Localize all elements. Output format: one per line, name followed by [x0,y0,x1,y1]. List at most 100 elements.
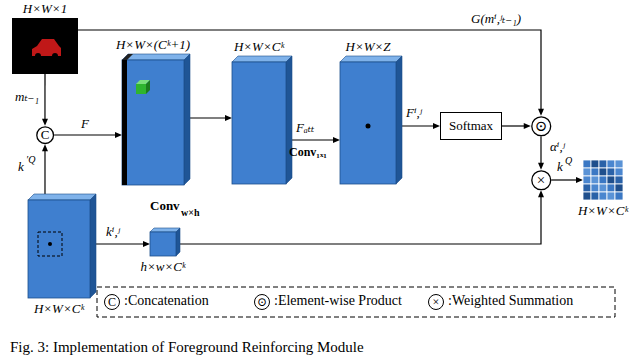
arrowhead [576,177,583,183]
node-shape [340,62,396,184]
connector-line [54,134,116,135]
connector [396,123,440,129]
mask-slab-top [122,54,133,60]
block-front [122,60,184,185]
connector-line [286,139,334,140]
block-side [90,194,96,298]
arrowhead [433,123,440,129]
block-front [28,200,90,298]
grid-cell [591,184,599,192]
node-shape [12,18,78,74]
arrowhead [538,163,544,170]
arrowhead [143,241,150,247]
arrowhead [225,115,232,121]
grid-cell [615,176,623,184]
grid-cell [615,160,623,168]
block-front [150,232,176,256]
box-outline [441,113,502,140]
grid-cell [583,160,591,168]
connector [42,74,48,126]
operator-circle: C [36,126,54,144]
node-shape [583,160,623,200]
block-front [232,62,286,184]
block-top [150,228,180,232]
block-side [286,56,292,184]
grid-cell [607,192,615,200]
node-label: H×W×1 [23,2,67,16]
grid-cell [583,192,591,200]
mask-image: H×W×1 [12,18,78,74]
arrowhead [115,132,122,138]
grid-cell [615,184,623,192]
block-side [184,54,190,185]
legend-symbol: ⊙ [254,294,270,310]
arrowhead [538,109,544,116]
edge-label: Fⁱ,ʲ [405,106,423,121]
math-label: ′Q [26,154,35,166]
node-label: H×W×Cᵏ [234,40,284,54]
legend-text: :Concatenation [124,293,209,310]
math-label: k [557,160,563,175]
block-top [28,194,96,200]
connector-line [90,243,144,244]
operator-circle: ⊙ [531,116,552,137]
connector-line [540,136,541,164]
node-label: C [41,128,50,142]
grid-cell [583,168,591,176]
connector [42,144,48,200]
feature-map: H×W×(Cᵏ+1) [122,60,184,185]
legend-frame [97,287,615,317]
operator-outline [37,127,54,144]
math-label: Conv₁ₓ₁ [289,146,327,160]
node-shape [28,200,90,298]
edge-label: F [80,117,90,132]
math-label: Conv [150,199,180,214]
grid-cell [607,184,615,192]
connector [286,137,340,143]
feature-map: H×W×Cᵏ [28,200,90,298]
edge-label: mₜ₋₁ [14,90,40,105]
node-shape [150,232,176,256]
legend-text: :Element-wise Product [274,293,402,310]
grid-cell [599,192,607,200]
node-label: H×W×Cᵏ [34,302,84,316]
grid-cell [583,176,591,184]
block-top [122,54,190,60]
block-top [340,56,402,62]
window-dashed [38,232,62,256]
grid-cell [591,192,599,200]
operator-outline [532,171,551,190]
legend-text: :Weighted Summation [448,293,573,310]
node-label: H×W×Cᵏ [578,204,628,218]
car-silhouette [32,39,61,56]
connector [184,115,232,121]
grid-cell [599,176,607,184]
arrowhead [524,123,531,129]
output-grid: H×W×Cᵏ [583,160,623,200]
grid-cell [599,184,607,192]
connector-line [44,74,45,120]
node-label: H×W×Z [346,40,391,54]
math-label: k [18,160,24,175]
process-box: Softmax [440,112,502,140]
node-label: ⊙ [535,118,548,135]
node-label: H×W×(Cᵏ+1) [116,38,190,52]
block-side [396,56,402,184]
connector-line [551,179,577,180]
connector [551,177,583,183]
grid-cell [615,192,623,200]
edge-label: Fₐₜₜ [295,121,315,136]
connector-line [176,196,541,244]
position-dot [366,124,371,129]
grid-cell [591,160,599,168]
arrowhead [42,119,48,126]
arrowhead [538,190,544,197]
grid-cell [599,160,607,168]
legend-symbol: × [428,294,444,310]
connector-line [502,125,525,126]
feature-map: H×W×Cᵏ [232,62,286,184]
connector [54,132,122,138]
arrowhead [333,137,340,143]
block-front [340,62,396,184]
